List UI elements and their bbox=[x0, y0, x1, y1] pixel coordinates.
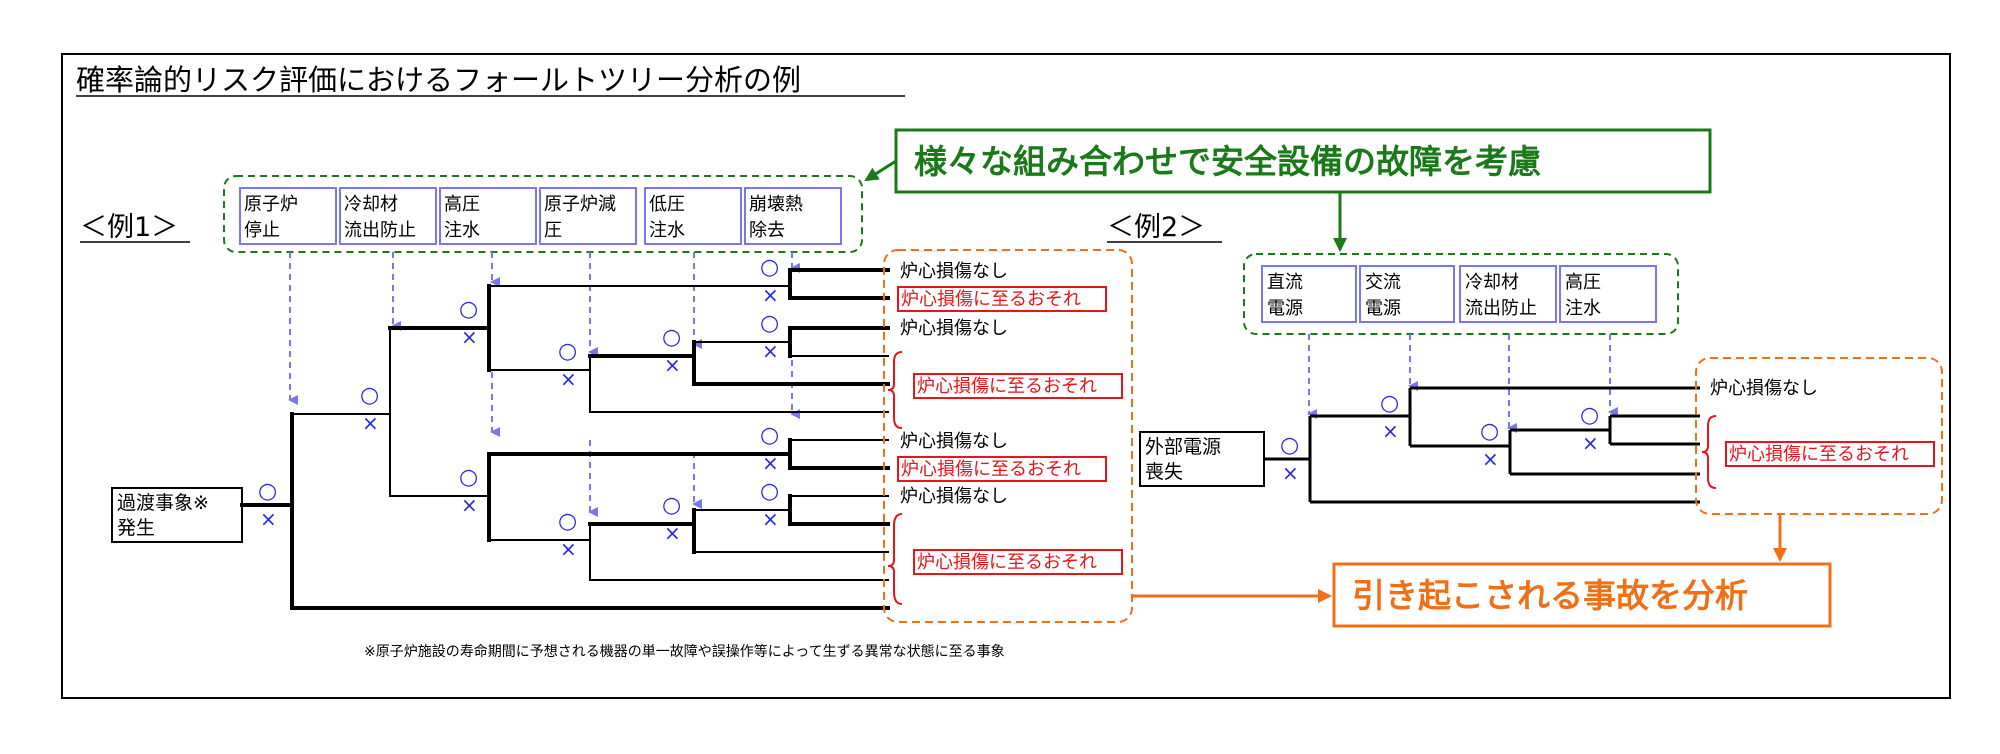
footnote: ※原子炉施設の寿命期間に予想される機器の単一故障や誤操作等によって生ずる異常な状… bbox=[364, 643, 1005, 660]
svg-text:注水: 注水 bbox=[444, 220, 480, 241]
example2-initiator: 外部電源 喪失 bbox=[1139, 431, 1265, 487]
callout-green-arrow-left bbox=[864, 159, 897, 182]
svg-text:高圧: 高圧 bbox=[444, 194, 480, 215]
callout-orange: 引き起こされる事故を分析 bbox=[1332, 562, 1832, 628]
svg-text:注水: 注水 bbox=[649, 220, 685, 241]
svg-text:高圧: 高圧 bbox=[1565, 272, 1601, 293]
svg-text:○: ○ bbox=[558, 509, 577, 534]
svg-text:過渡事象※: 過渡事象※ bbox=[117, 492, 209, 514]
svg-text:喪失: 喪失 bbox=[1145, 461, 1183, 483]
example1-outcome-group bbox=[883, 249, 1133, 623]
svg-text:×: × bbox=[260, 507, 277, 531]
example1-header-high-pressure-injection: 高圧 注水 bbox=[439, 187, 537, 245]
svg-text:×: × bbox=[762, 451, 779, 475]
example2-branch-markers: ○ × ○ × ○ × ○ × bbox=[1280, 391, 1599, 485]
example2-event-tree bbox=[1264, 386, 1700, 504]
svg-text:炉心損傷に至るおそれ: 炉心損傷に至るおそれ bbox=[917, 376, 1097, 397]
svg-text:○: ○ bbox=[1380, 391, 1399, 416]
example1-branch-markers: ○ × ○ × ○ × ○ × ○ × ○ × ○ × ○ × ○ × ○ × … bbox=[258, 255, 779, 561]
svg-text:炉心損傷なし: 炉心損傷なし bbox=[900, 486, 1008, 507]
svg-text:炉心損傷なし: 炉心損傷なし bbox=[1710, 378, 1818, 399]
svg-text:○: ○ bbox=[1580, 403, 1599, 428]
svg-text:○: ○ bbox=[760, 423, 779, 448]
svg-text:電源: 電源 bbox=[1365, 298, 1401, 319]
svg-text:○: ○ bbox=[1280, 433, 1299, 458]
svg-text:×: × bbox=[762, 283, 779, 307]
svg-text:×: × bbox=[1582, 431, 1599, 455]
svg-text:炉心損傷に至るおそれ: 炉心損傷に至るおそれ bbox=[917, 552, 1097, 573]
example1-event-tree bbox=[240, 268, 890, 610]
example1-header-group bbox=[223, 175, 863, 253]
svg-text:○: ○ bbox=[360, 383, 379, 408]
svg-text:外部電源: 外部電源 bbox=[1145, 436, 1221, 458]
svg-text:炉心損傷なし: 炉心損傷なし bbox=[900, 431, 1008, 452]
svg-text:直流: 直流 bbox=[1267, 272, 1303, 293]
svg-text:○: ○ bbox=[558, 339, 577, 364]
example1-header-depressurization: 原子炉減 圧 bbox=[539, 187, 637, 245]
example2-header-group bbox=[1243, 253, 1679, 335]
svg-text:様々な組み合わせで安全設備の故障を考慮: 様々な組み合わせで安全設備の故障を考慮 bbox=[914, 142, 1541, 181]
svg-text:崩壊熱: 崩壊熱 bbox=[749, 194, 803, 215]
example2-header-ac-power: 交流 電源 bbox=[1359, 265, 1455, 323]
example2-header-dc-power: 直流 電源 bbox=[1261, 265, 1357, 323]
example1-header-decay-heat-removal: 崩壊熱 除去 bbox=[744, 187, 842, 245]
svg-text:注水: 注水 bbox=[1565, 298, 1601, 319]
svg-text:冷却材: 冷却材 bbox=[344, 194, 398, 215]
svg-text:×: × bbox=[461, 325, 478, 349]
example1-outcomes: 炉心損傷なし 炉心損傷に至るおそれ 炉心損傷なし 炉心損傷に至るおそれ 炉心損傷… bbox=[887, 261, 1123, 605]
svg-text:×: × bbox=[461, 493, 478, 517]
svg-text:○: ○ bbox=[662, 493, 681, 518]
example1-header-original-stop: 原子炉 停止 bbox=[239, 187, 337, 245]
svg-text:炉心損傷に至るおそれ: 炉心損傷に至るおそれ bbox=[901, 459, 1081, 480]
example1-header-low-pressure-injection: 低圧 注水 bbox=[644, 187, 742, 245]
svg-text:原子炉減: 原子炉減 bbox=[544, 194, 616, 215]
example1-initiator: 過渡事象※ 発生 bbox=[111, 487, 243, 543]
svg-text:○: ○ bbox=[760, 479, 779, 504]
example2-header-arrows bbox=[1307, 334, 1618, 433]
svg-text:流出防止: 流出防止 bbox=[1465, 298, 1537, 319]
svg-text:引き起こされる事故を分析: 引き起こされる事故を分析 bbox=[1352, 576, 1748, 615]
svg-text:○: ○ bbox=[760, 255, 779, 280]
page-title: 確率論的リスク評価におけるフォールトツリー分析の例 bbox=[76, 63, 801, 97]
svg-text:×: × bbox=[1382, 419, 1399, 443]
svg-text:×: × bbox=[560, 537, 577, 561]
svg-text:電源: 電源 bbox=[1267, 298, 1303, 319]
svg-text:原子炉: 原子炉 bbox=[244, 194, 298, 215]
svg-text:○: ○ bbox=[258, 479, 277, 504]
svg-text:○: ○ bbox=[1480, 419, 1499, 444]
svg-text:低圧: 低圧 bbox=[649, 194, 685, 215]
svg-text:×: × bbox=[664, 521, 681, 545]
svg-text:流出防止: 流出防止 bbox=[344, 220, 416, 241]
svg-text:×: × bbox=[1482, 447, 1499, 471]
svg-text:○: ○ bbox=[459, 465, 478, 490]
example1-header-coolant-leak-prevention: 冷却材 流出防止 bbox=[339, 187, 437, 245]
svg-text:除去: 除去 bbox=[749, 220, 785, 241]
svg-text:○: ○ bbox=[760, 311, 779, 336]
example2-label: ＜例2＞ bbox=[1107, 212, 1205, 243]
example2-header-coolant-leak-prevention: 冷却材 流出防止 bbox=[1459, 265, 1557, 323]
svg-text:冷却材: 冷却材 bbox=[1465, 272, 1519, 293]
svg-text:×: × bbox=[664, 353, 681, 377]
svg-text:炉心損傷に至るおそれ: 炉心損傷に至るおそれ bbox=[1729, 444, 1909, 465]
svg-text:×: × bbox=[560, 367, 577, 391]
svg-text:交流: 交流 bbox=[1365, 272, 1401, 293]
callout-green: 様々な組み合わせで安全設備の故障を考慮 bbox=[894, 128, 1712, 194]
svg-text:炉心損傷なし: 炉心損傷なし bbox=[900, 318, 1008, 339]
svg-text:×: × bbox=[362, 411, 379, 435]
svg-text:×: × bbox=[762, 339, 779, 363]
example2-outcomes: 炉心損傷なし 炉心損傷に至るおそれ bbox=[1701, 378, 1935, 489]
svg-text:×: × bbox=[1282, 461, 1299, 485]
example2-header-high-pressure-injection: 高圧 注水 bbox=[1559, 265, 1657, 323]
svg-text:炉心損傷に至るおそれ: 炉心損傷に至るおそれ bbox=[901, 289, 1081, 310]
svg-text:○: ○ bbox=[662, 325, 681, 350]
example1-label: ＜例1＞ bbox=[80, 212, 178, 243]
svg-text:炉心損傷なし: 炉心損傷なし bbox=[900, 261, 1008, 282]
svg-text:停止: 停止 bbox=[244, 220, 280, 241]
svg-text:圧: 圧 bbox=[544, 220, 562, 241]
example2-outcome-group bbox=[1695, 357, 1943, 515]
svg-text:○: ○ bbox=[459, 297, 478, 322]
outer-frame bbox=[61, 53, 1951, 699]
svg-text:発生: 発生 bbox=[117, 517, 155, 539]
svg-text:×: × bbox=[762, 507, 779, 531]
